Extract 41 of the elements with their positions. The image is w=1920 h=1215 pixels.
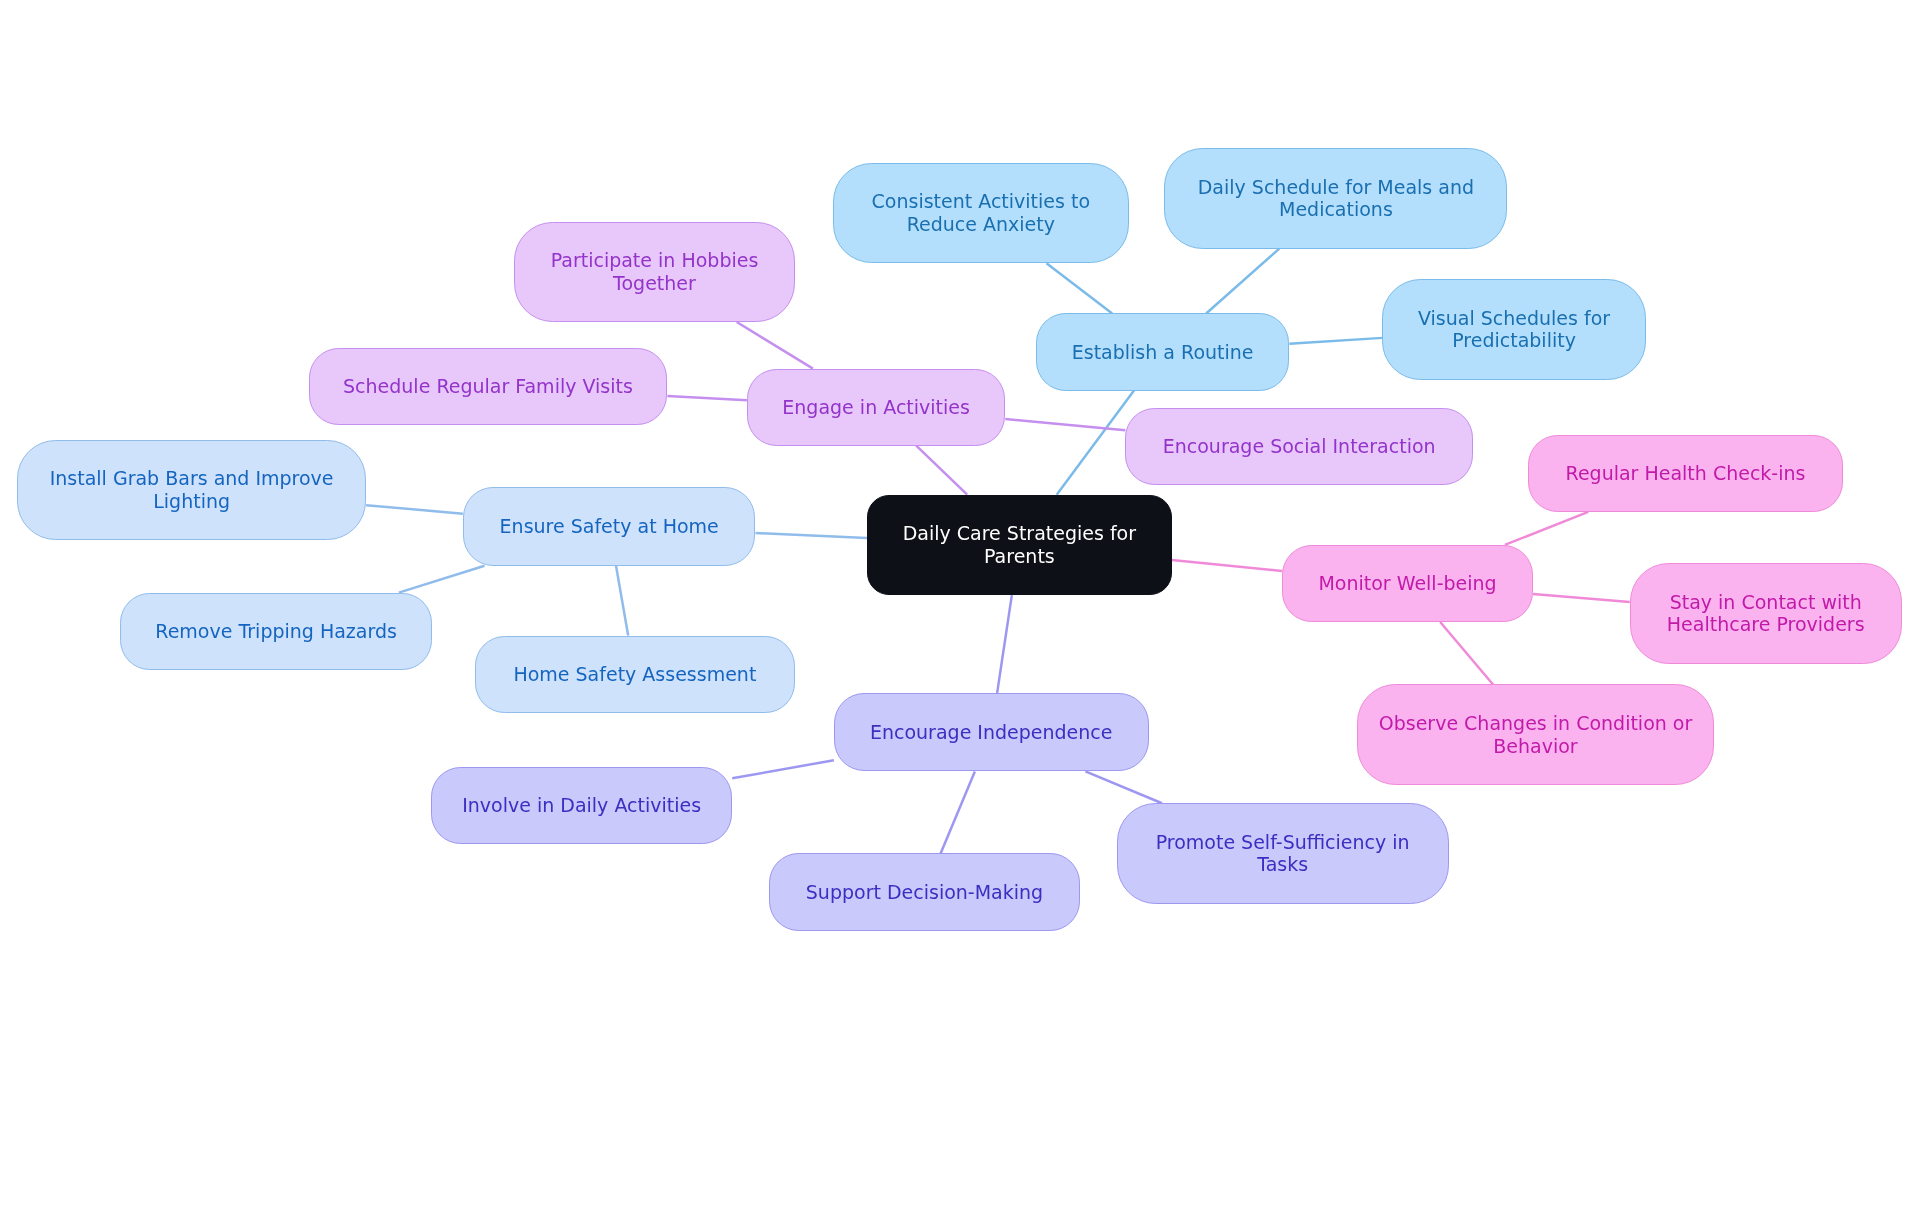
connector-line: [614, 565, 630, 636]
connector-line: [939, 770, 976, 854]
topic-box: Encourage Independence: [833, 693, 1149, 772]
topic-box: Engage in Activities: [746, 368, 1006, 446]
connector-line: [736, 320, 814, 370]
connector-line: [366, 503, 463, 515]
connector-line: [1532, 592, 1630, 604]
connector-line: [1289, 336, 1383, 346]
topic-box: Observe Changes in Condition or Behavior: [1356, 684, 1715, 785]
central-topic-box: Daily Care Strategies for Parents: [866, 494, 1172, 596]
connector-line: [1045, 262, 1113, 315]
topic-box: Visual Schedules for Predictability: [1382, 279, 1646, 380]
topic-box: Participate in Hobbies Together: [514, 221, 795, 323]
connector-line: [1084, 770, 1163, 805]
connector-line: [915, 444, 969, 496]
topic-box: Ensure Safety at Home: [462, 487, 756, 566]
topic-box: Encourage Social Interaction: [1125, 407, 1474, 485]
connector-line: [1005, 417, 1126, 432]
connector-line: [1171, 558, 1283, 573]
topic-box: Daily Schedule for Meals and Medications: [1164, 148, 1508, 249]
topic-box: Schedule Regular Family Visits: [308, 347, 668, 425]
topic-box: Promote Self-Sufficiency in Tasks: [1116, 803, 1449, 904]
connector-line: [995, 594, 1014, 694]
topic-box: Stay in Contact with Healthcare Providers: [1629, 563, 1902, 664]
connector-line: [755, 531, 867, 540]
topic-box: Install Grab Bars and Improve Lighting: [17, 439, 367, 540]
topic-box: Establish a Routine: [1035, 313, 1290, 391]
topic-box: Consistent Activities to Reduce Anxiety: [832, 162, 1129, 264]
connector-line: [1055, 389, 1135, 496]
topic-box: Home Safety Assessment: [475, 635, 795, 713]
connector-line: [1504, 510, 1589, 547]
topic-box: Remove Tripping Hazards: [120, 592, 433, 670]
topic-box: Regular Health Check-ins: [1528, 434, 1843, 512]
connector-line: [667, 394, 747, 402]
topic-box: Support Decision-Making: [768, 853, 1080, 931]
topic-box: Involve in Daily Activities: [431, 766, 733, 844]
connector-line: [398, 564, 485, 594]
connector-line: [732, 759, 835, 780]
connector-line: [1439, 621, 1494, 686]
topic-box: Monitor Well-being: [1282, 544, 1534, 623]
connector-line: [1205, 247, 1281, 315]
